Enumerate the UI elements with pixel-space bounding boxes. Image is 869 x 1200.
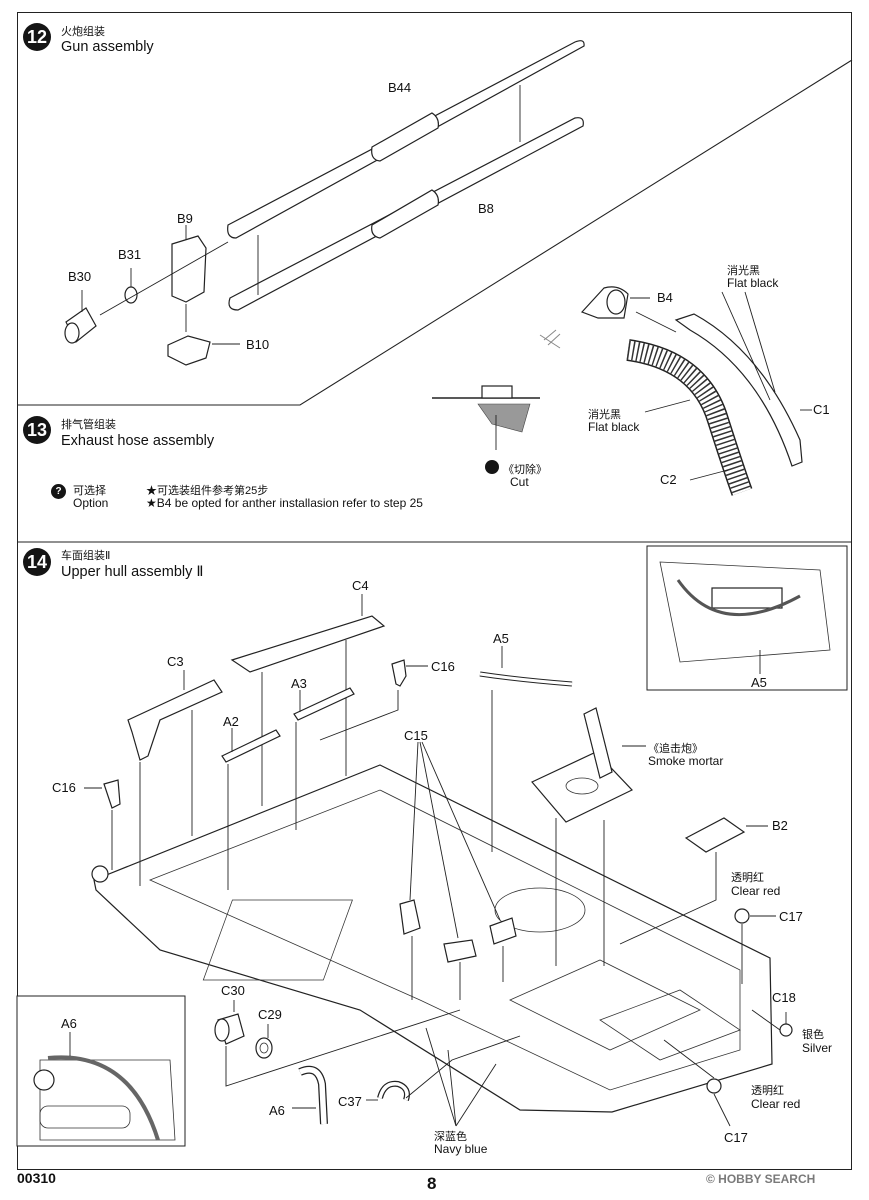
option-icon: ? bbox=[51, 484, 66, 499]
label-b44: B44 bbox=[388, 80, 412, 95]
label-b10: B10 bbox=[246, 337, 270, 352]
product-code: 00310 bbox=[17, 1170, 56, 1186]
flat-black-cn-1: 消光黑 bbox=[727, 265, 760, 277]
clear-red-en-1: Clear red bbox=[731, 884, 781, 898]
part-c16-mount bbox=[91, 865, 109, 883]
page-frame bbox=[17, 12, 852, 1170]
part-c18 bbox=[779, 1023, 793, 1037]
label-c37: C37 bbox=[338, 1094, 362, 1109]
part-b10 bbox=[167, 335, 211, 366]
inset-a5-drawing bbox=[659, 561, 831, 674]
part-c1 bbox=[674, 313, 803, 467]
label-b2: B2 bbox=[772, 818, 788, 833]
step-12-title-cn: 火炮组装 bbox=[61, 26, 105, 38]
navy-blue-en: Navy blue bbox=[434, 1142, 488, 1156]
clear-red-en-2: Clear red bbox=[751, 1097, 801, 1111]
part-b44-barrel bbox=[227, 40, 585, 239]
label-b31: B31 bbox=[118, 247, 142, 262]
label-a2: A2 bbox=[223, 714, 239, 729]
flat-black-en-1: Flat black bbox=[727, 276, 779, 290]
label-a6: A6 bbox=[269, 1103, 285, 1118]
part-c16-left bbox=[84, 779, 121, 870]
part-c3 bbox=[127, 679, 223, 761]
part-c30 bbox=[214, 1000, 245, 1045]
step-13-badge: 13 bbox=[23, 416, 51, 444]
watermark: © HOBBY SEARCH bbox=[706, 1172, 816, 1186]
part-b9 bbox=[171, 225, 207, 332]
step-13-title-cn: 排气管组装 bbox=[61, 419, 116, 431]
part-b30-muzzle bbox=[64, 290, 97, 344]
label-c16-left: C16 bbox=[52, 780, 76, 795]
part-c15-group bbox=[399, 741, 517, 1000]
label-c4: C4 bbox=[352, 578, 369, 593]
part-b8-barrel-half bbox=[228, 85, 584, 311]
step-14-title-cn: 车面组装Ⅱ bbox=[61, 550, 111, 562]
step-13-title-en: Exhaust hose assembly bbox=[61, 433, 215, 449]
part-c17-upper bbox=[734, 908, 750, 924]
step-12-title-en: Gun assembly bbox=[61, 39, 154, 55]
label-c16-top: C16 bbox=[431, 659, 455, 674]
option-en: Option bbox=[73, 496, 109, 510]
cut-diagram bbox=[432, 385, 540, 474]
label-b4: B4 bbox=[657, 290, 673, 305]
label-c30: C30 bbox=[221, 983, 245, 998]
smoke-mortar-cn: 《追击炮》 bbox=[648, 743, 703, 755]
label-c17-lower: C17 bbox=[724, 1130, 748, 1145]
step-12-boundary bbox=[17, 59, 853, 406]
label-c18: C18 bbox=[772, 990, 796, 1005]
label-a5-inset: A5 bbox=[751, 675, 767, 690]
label-c2: C2 bbox=[660, 472, 677, 487]
part-a3 bbox=[293, 687, 355, 721]
silver-cn: 银色 bbox=[802, 1029, 824, 1041]
inset-a5-detail bbox=[646, 545, 848, 691]
silver-en: Silver bbox=[802, 1041, 833, 1055]
label-c3: C3 bbox=[167, 654, 184, 669]
flat-black-en-2: Flat black bbox=[588, 420, 640, 434]
step-12-badge: 12 bbox=[23, 23, 51, 51]
option-cn: 可选择 bbox=[73, 485, 106, 497]
label-a3: A3 bbox=[291, 676, 307, 691]
part-c16-top bbox=[319, 659, 428, 741]
option-note-cn: ★可选装组件参考第25步 bbox=[146, 485, 269, 497]
smoke-mortar-en: Smoke mortar bbox=[648, 754, 724, 768]
clear-red-cn-2: 透明红 bbox=[751, 1085, 784, 1097]
label-a5: A5 bbox=[493, 631, 509, 646]
part-c17-lower bbox=[706, 1078, 722, 1094]
inset-a6-drawing bbox=[33, 1032, 176, 1141]
part-c4 bbox=[230, 615, 386, 673]
step-14-badge: 14 bbox=[23, 548, 51, 576]
label-b30: B30 bbox=[68, 269, 92, 284]
option-note-en: ★B4 be opted for anther installasion ref… bbox=[146, 496, 423, 510]
part-c2-hose bbox=[626, 339, 753, 496]
label-c15: C15 bbox=[404, 728, 428, 743]
hatch-mark bbox=[539, 329, 561, 349]
label-a6-inset: A6 bbox=[61, 1016, 77, 1031]
cut-cn: 《切除》 bbox=[503, 464, 547, 476]
flat-black-cn-2: 消光黑 bbox=[588, 409, 621, 421]
label-c29: C29 bbox=[258, 1007, 282, 1022]
label-c17-upper: C17 bbox=[779, 909, 803, 924]
part-a2 bbox=[221, 729, 281, 763]
clear-red-cn-1: 透明红 bbox=[731, 872, 764, 884]
part-c29 bbox=[255, 1037, 273, 1059]
step-14-title-en: Upper hull assembly Ⅱ bbox=[61, 564, 204, 580]
upper-hull bbox=[93, 764, 773, 1113]
page-number: 8 bbox=[427, 1174, 437, 1193]
part-b2 bbox=[684, 817, 746, 853]
part-b4 bbox=[580, 286, 677, 333]
label-b8: B8 bbox=[478, 201, 494, 216]
cut-en: Cut bbox=[510, 475, 529, 489]
navy-blue-cn: 深蓝色 bbox=[434, 1131, 467, 1143]
label-c1: C1 bbox=[813, 402, 830, 417]
part-smoke-mortar bbox=[531, 707, 646, 966]
label-b9: B9 bbox=[177, 211, 193, 226]
